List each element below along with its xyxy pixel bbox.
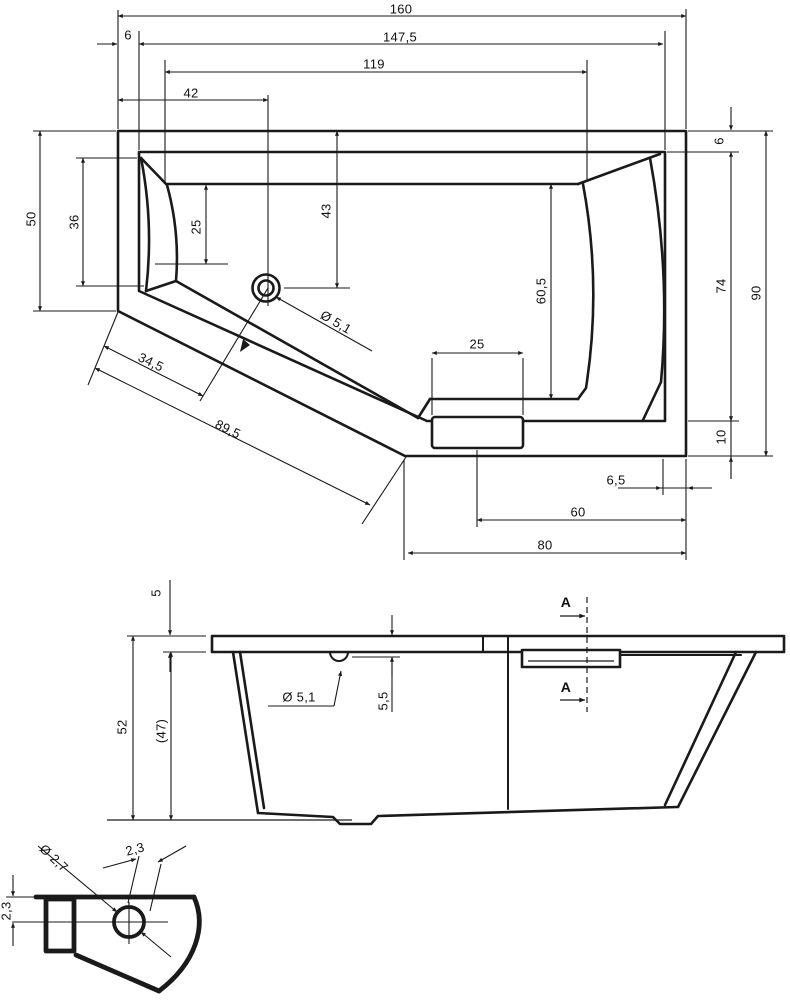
dim-drain-depth: 5,5 <box>375 691 391 711</box>
dim-rim-offset-right: 6 <box>711 137 727 145</box>
rim-bar <box>210 634 786 654</box>
dim-drain-offset-y: 43 <box>318 203 334 219</box>
dim-drain-offset-x: 42 <box>183 85 199 101</box>
dim-inner-width: 74 <box>713 278 729 294</box>
detail-view <box>6 845 202 994</box>
dim-drain-hole: Ø 5,1 <box>282 689 316 705</box>
side-view-dimensions <box>127 580 588 821</box>
dim-rim-height: 5 <box>148 589 164 597</box>
section-label-a-top: A <box>560 594 572 610</box>
dim-grip-length: 25 <box>469 336 485 352</box>
dim-overall-width: 90 <box>748 285 764 301</box>
dim-rim-offset-left: 6 <box>124 27 132 43</box>
dim-headrest-depth: 25 <box>188 219 204 235</box>
grip-tube-section <box>43 896 77 954</box>
drain-notch <box>329 651 349 662</box>
dim-wall-left: 2,3 <box>0 901 14 921</box>
dim-basin-length: 119 <box>363 56 385 72</box>
dim-overall-height: 52 <box>114 719 130 735</box>
section-label-a-bottom: A <box>560 679 572 695</box>
dim-bottom-edge-length: 80 <box>537 537 553 553</box>
drain-inner <box>257 279 275 297</box>
top-view-outline <box>116 129 688 458</box>
dim-rim-offset-bottom: 10 <box>713 429 729 445</box>
dim-inner-length: 147,5 <box>382 29 418 45</box>
dim-left-inner-width: 36 <box>66 214 82 230</box>
dim-grip-center-dist: 60 <box>570 504 586 520</box>
dim-corner-offset: 6,5 <box>606 472 626 488</box>
top-view-dimensions <box>33 9 773 560</box>
grip-side <box>520 648 622 669</box>
dim-left-width: 50 <box>23 211 39 227</box>
side-view-outline <box>107 634 786 826</box>
dim-basin-width: 60,5 <box>533 277 549 305</box>
dim-inner-height: (47) <box>153 718 169 744</box>
dim-overall-length: 160 <box>389 1 413 17</box>
grip-recess <box>430 415 525 450</box>
